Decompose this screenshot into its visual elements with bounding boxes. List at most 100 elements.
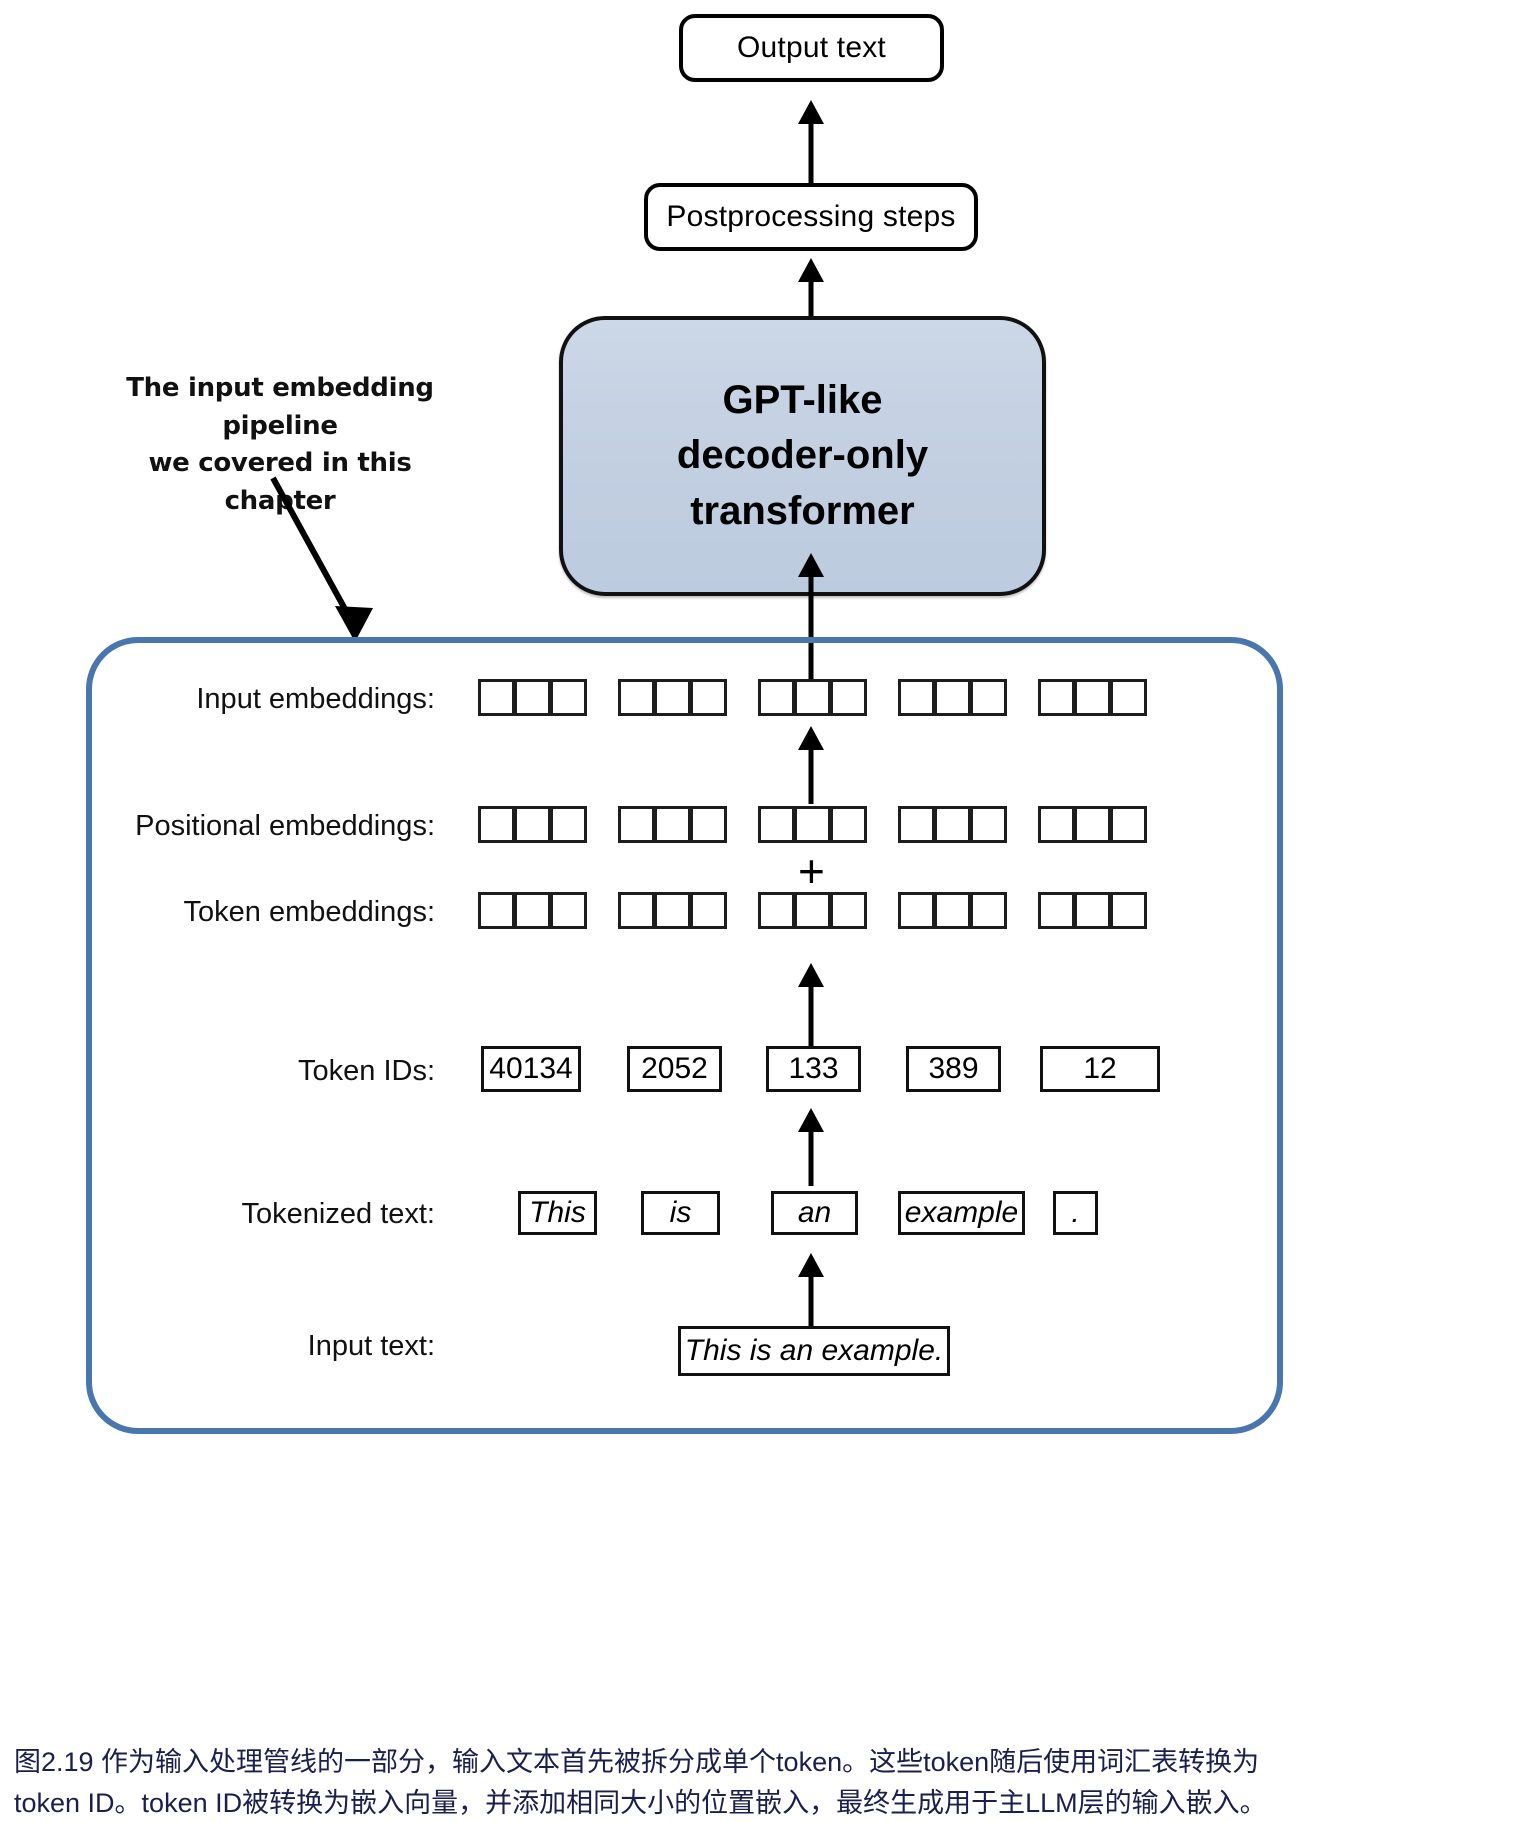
caption-line-1: 图2.19 作为输入处理管线的一部分，输入文本首先被拆分成单个token。这些t…: [14, 1747, 1260, 1777]
embedding-group: [898, 679, 1007, 716]
embedding-cell: [1110, 892, 1147, 929]
embedding-cell: [934, 892, 971, 929]
embedding-group: [618, 892, 727, 929]
embedding-group: [1038, 892, 1147, 929]
embedding-cell: [794, 679, 831, 716]
input-embedding-pipeline-container: [86, 637, 1283, 1434]
token-id-box: 2052: [627, 1046, 722, 1092]
embedding-cell: [654, 679, 691, 716]
embedding-cell: [1110, 806, 1147, 843]
embedding-cell: [514, 679, 551, 716]
caption-line-2: token ID。token ID被转换为嵌入向量，并添加相同大小的位置嵌入，最…: [14, 1787, 1267, 1818]
embedding-cell: [758, 679, 795, 716]
input-text-label: Input text:: [307, 1330, 435, 1362]
embedding-cell: [1110, 679, 1147, 716]
embedding-group: [1038, 806, 1147, 843]
embedding-cell: [618, 679, 655, 716]
embedding-cell: [654, 892, 691, 929]
token-id-box: 389: [906, 1046, 1001, 1092]
token-id-box: 12: [1040, 1046, 1160, 1092]
embedding-cell: [478, 892, 515, 929]
embedding-group: [618, 679, 727, 716]
postprocessing-steps-box: Postprocessing steps: [644, 183, 978, 251]
embedding-cell: [794, 892, 831, 929]
plus-sign: +: [798, 845, 825, 897]
embedding-group: [618, 806, 727, 843]
token-text-box: is: [641, 1191, 720, 1235]
arrow-shaft: [808, 979, 814, 1047]
embedding-cell: [1074, 806, 1111, 843]
annotation-arrow-icon: [270, 476, 373, 642]
embedding-cell: [514, 892, 551, 929]
token-text-box: .: [1053, 1191, 1098, 1235]
embedding-cell: [1074, 892, 1111, 929]
embedding-cell: [934, 806, 971, 843]
output-text-label: Output text: [737, 31, 886, 64]
gpt-block-line-3: transformer: [690, 488, 915, 533]
embedding-group: [478, 679, 587, 716]
embedding-cell: [618, 892, 655, 929]
annotation-line-1: The input embedding pipeline: [126, 373, 434, 441]
embedding-cell: [690, 806, 727, 843]
embedding-cell: [550, 892, 587, 929]
embedding-cell: [550, 806, 587, 843]
positional-embeddings-label: Positional embeddings:: [135, 810, 435, 842]
embedding-cell: [478, 806, 515, 843]
embedding-cell: [618, 806, 655, 843]
token-embeddings-label: Token embeddings:: [183, 896, 436, 928]
embedding-cell: [830, 892, 867, 929]
embedding-cell: [898, 679, 935, 716]
embedding-cell: [898, 892, 935, 929]
embedding-cell: [970, 806, 1007, 843]
output-text-box: Output text: [679, 14, 944, 82]
embedding-group: [478, 806, 587, 843]
embedding-group: [758, 892, 867, 929]
embedding-group: [898, 806, 1007, 843]
embedding-cell: [934, 679, 971, 716]
arrow-shaft: [808, 742, 814, 804]
embedding-cell: [970, 892, 1007, 929]
token-text-box: an: [771, 1191, 858, 1235]
gpt-block-line-2: decoder-only: [676, 433, 929, 478]
embedding-group: [758, 806, 867, 843]
embedding-cell: [654, 806, 691, 843]
arrow-shaft: [808, 1269, 814, 1331]
arrow-shaft: [808, 276, 814, 324]
arrow-shaft: [808, 118, 814, 184]
embedding-cell: [1038, 806, 1075, 843]
embedding-cell: [1038, 679, 1075, 716]
embedding-cell: [690, 892, 727, 929]
embedding-cell: [898, 806, 935, 843]
embedding-cell: [1038, 892, 1075, 929]
arrow-shaft: [808, 570, 814, 698]
gpt-block-line-1: GPT-like: [722, 378, 883, 423]
postprocessing-steps-label: Postprocessing steps: [666, 200, 956, 233]
input-text-box: This is an example.: [678, 1326, 950, 1376]
arrow-shaft: [808, 1124, 814, 1186]
embedding-group: [758, 679, 867, 716]
input-embeddings-label: Input embeddings:: [196, 683, 435, 715]
token-id-box: 133: [766, 1046, 861, 1092]
embedding-cell: [830, 679, 867, 716]
token-text-box: example: [898, 1191, 1025, 1235]
embedding-cell: [830, 806, 867, 843]
embedding-cell: [1074, 679, 1111, 716]
embedding-cell: [794, 806, 831, 843]
embedding-cell: [970, 679, 1007, 716]
embedding-group: [898, 892, 1007, 929]
embedding-cell: [550, 679, 587, 716]
token-text-box: This: [518, 1191, 597, 1235]
token-id-box: 40134: [481, 1046, 581, 1092]
token-ids-label: Token IDs:: [298, 1055, 435, 1087]
embedding-cell: [514, 806, 551, 843]
embedding-cell: [478, 679, 515, 716]
embedding-group: [478, 892, 587, 929]
embedding-cell: [758, 806, 795, 843]
embedding-cell: [758, 892, 795, 929]
gpt-block-label: GPT-like decoder-only transformer: [677, 373, 928, 539]
embedding-group: [1038, 679, 1147, 716]
gpt-decoder-block: GPT-like decoder-only transformer: [559, 316, 1046, 596]
embedding-cell: [690, 679, 727, 716]
figure-caption: 图2.19 作为输入处理管线的一部分，输入文本首先被拆分成单个token。这些t…: [14, 1742, 1504, 1822]
